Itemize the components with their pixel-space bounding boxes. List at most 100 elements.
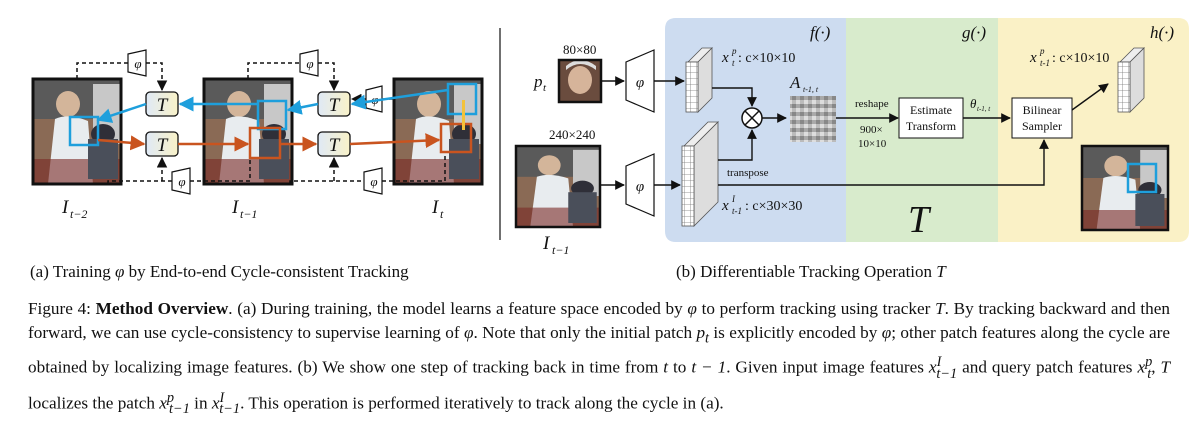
frame-t-minus-2 — [31, 77, 123, 186]
caption-symbol: T — [1160, 358, 1171, 378]
bilinear-sampler-label: Sampler — [1022, 119, 1062, 133]
output-feature-sup: p — [1039, 46, 1045, 56]
tracker-symbol: T — [329, 95, 341, 116]
frame-label: I — [231, 197, 240, 218]
caption-symbol-sub: t−1 — [169, 400, 190, 417]
output-feature-label: x — [1029, 50, 1037, 66]
figure-caption: Figure 4: Method Overview. (a) During tr… — [28, 297, 1170, 421]
frame-label: I — [61, 197, 70, 218]
patch-size-label: 80×80 — [563, 42, 596, 57]
frame-t-minus-1 — [202, 77, 294, 186]
subcaption-symbol: φ — [115, 262, 125, 281]
caption-symbol-sup: p — [166, 389, 175, 406]
caption-symbol: x — [159, 393, 167, 413]
caption-text: localizes the patch — [28, 393, 160, 413]
caption-symbol: φ — [687, 299, 697, 318]
subcaption-text: by End-to-end Cycle-consistent Tracking — [124, 262, 409, 281]
caption-symbol-sup: p — [1145, 354, 1153, 371]
frame-label: I — [431, 197, 440, 218]
subcaption-a: (a) Training φ by End-to-end Cycle-consi… — [30, 262, 409, 282]
tracker-symbol: T — [157, 135, 169, 156]
input-frame-label: I — [542, 233, 551, 254]
caption-symbol: t − 1 — [691, 358, 727, 378]
frame-t — [392, 77, 484, 186]
tracking-operation-diagram: f(·) g(·) h(·) 80×80 240×240 p t I t−1 φ… — [514, 18, 1189, 257]
caption-title: Method Overview — [95, 299, 229, 318]
image-size-label: 240×240 — [549, 127, 595, 142]
caption-text: ; other patch features along the cycle a… — [28, 323, 1170, 378]
caption-symbol: t — [663, 358, 669, 378]
image-feature-sub: t-1 — [732, 206, 742, 216]
caption-symbol: φ — [463, 323, 474, 342]
backward-arrows — [96, 88, 449, 123]
reshape-label: reshape — [855, 98, 889, 110]
caption-symbol-sub: t — [1147, 365, 1152, 382]
caption-text: . (a) During training, the model learns … — [228, 299, 688, 318]
affinity-label: A — [789, 73, 801, 92]
output-feature-tensor — [1117, 47, 1145, 113]
caption-text: . Note that only the initial patch — [473, 323, 697, 342]
caption-symbol-sup: I — [219, 389, 225, 406]
function-g-label: g(·) — [962, 23, 986, 42]
patch-box-blue — [68, 115, 100, 147]
phi-label: φ — [178, 174, 185, 189]
tracker-symbol: T — [157, 95, 169, 116]
patch-label: p — [533, 72, 543, 91]
caption-symbol: φ — [881, 323, 892, 342]
reshape-dim: 10×10 — [858, 138, 887, 150]
caption-text: and query patch features — [957, 358, 1138, 378]
function-h-label: h(·) — [1150, 23, 1174, 42]
forward-arrows — [97, 133, 441, 152]
phi-label: φ — [306, 56, 313, 71]
transpose-label: transpose — [727, 167, 769, 179]
bilinear-sampler-box — [1011, 97, 1073, 139]
output-feature-sub: t-1 — [1040, 58, 1050, 68]
caption-text: to perform tracking using tracker — [696, 299, 936, 318]
theta-label: θ — [970, 96, 977, 111]
caption-text: to — [668, 358, 692, 378]
query-feature-sup: p — [731, 46, 737, 56]
patch-feature-tensor — [685, 47, 713, 113]
caption-symbol-sup: I — [936, 354, 942, 371]
tracker-big-symbol: T — [908, 199, 932, 241]
image-feature-label: x — [721, 198, 729, 214]
reshape-dim: 900× — [860, 124, 883, 136]
subcaption-symbol: T — [936, 262, 946, 281]
input-frame-image — [514, 144, 602, 229]
query-feature-sub: t — [732, 58, 735, 68]
image-feature-tensor — [681, 121, 719, 227]
query-patch-image — [557, 58, 603, 104]
caption-text: . This operation is performed iterativel… — [240, 393, 724, 413]
patch-label-sub: t — [543, 82, 547, 94]
caption-label: Figure 4: — [28, 299, 96, 318]
subcaption-b: (b) Differentiable Tracking Operation T — [676, 262, 946, 282]
image-feature-dim: : c×30×30 — [745, 199, 802, 214]
caption-symbol: x — [1137, 358, 1146, 378]
frame-label-sub: t−2 — [70, 207, 87, 221]
affinity-label-sub: t-1, t — [803, 85, 819, 94]
caption-symbol: x — [211, 393, 220, 413]
caption-symbol-sub: t — [705, 330, 710, 347]
cycle-tracking-diagram: T T T T φ φ φ φ φ — [31, 49, 484, 221]
query-feature-label: x — [721, 50, 729, 66]
bilinear-sampler-label: Bilinear — [1023, 103, 1062, 117]
caption-symbol-sub: t−1 — [936, 365, 958, 382]
phi-label: φ — [636, 179, 644, 195]
image-feature-sup: I — [731, 194, 736, 204]
caption-symbol: x — [928, 358, 937, 378]
tracker-boxes: T T T T — [145, 91, 351, 157]
phi-label: φ — [636, 75, 644, 91]
caption-text: is explicitly encoded by — [709, 323, 882, 342]
caption-text: . By tracking backward and then forward,… — [28, 299, 1170, 342]
caption-text: in — [189, 393, 212, 413]
caption-symbol: p — [696, 323, 706, 342]
subcaption-text: (b) Differentiable Tracking Operation — [676, 262, 937, 281]
theta-label-sub: t-1, t — [977, 105, 991, 113]
query-feature-dim: : c×10×10 — [738, 51, 795, 66]
figure: T T T T φ φ φ φ φ — [31, 18, 1189, 257]
caption-text: , — [1151, 358, 1161, 378]
caption-symbol: T — [935, 299, 945, 318]
phi-encoder: φ φ — [625, 49, 655, 217]
caption-text: . Given input image features — [726, 358, 929, 378]
subcaption-text: (a) Training — [30, 262, 115, 281]
